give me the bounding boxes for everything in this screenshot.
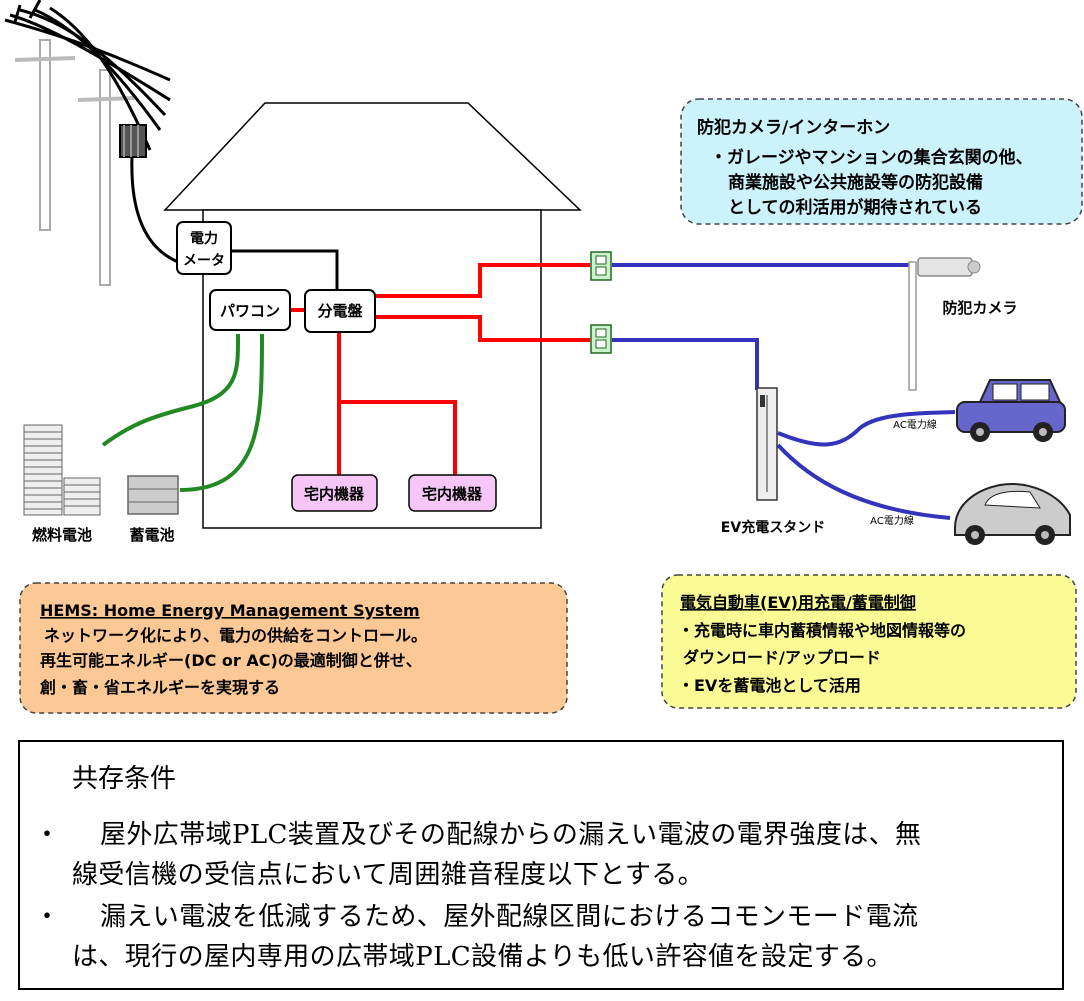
ev-note-line3: ・EVを蓄電池として活用: [678, 676, 861, 695]
fuel-cell-icon: [23, 424, 101, 516]
coexistence-conditions-box: 共存条件 ・ 屋外広帯域PLC装置及びその配線からの漏えい電波の電界強度は、無 …: [18, 740, 1064, 990]
appliance-label-1: 宅内機器: [304, 485, 365, 503]
utility-pole: [4, 0, 171, 286]
condition-2-line2: は、現行の屋内専用の広帯域PLC設備よりも低い許容値を設定する。: [72, 942, 893, 972]
red-power-lines: [290, 263, 590, 475]
ev-note-line1: ・充電時に車内蓄積情報や地図情報等の: [678, 621, 966, 640]
power-conditioner-box: パワコン: [209, 289, 291, 331]
camera-note-line2: 商業施設や公共施設等の防犯設備: [728, 172, 983, 193]
condition-bullet-1: ・: [34, 820, 61, 850]
ac-line-label-1: AC電力線: [893, 418, 937, 431]
outlet-icon-upper: [590, 251, 612, 281]
hems-note-line1: ネットワーク化により、電力の供給をコントロール。: [44, 626, 427, 645]
outlet-icon-lower: [590, 324, 612, 354]
storage-battery-label: 蓄電池: [129, 526, 174, 544]
ev-note-title: 電気自動車(EV)用充電/蓄電制御: [680, 593, 916, 612]
camera-note: 防犯カメラ/インターホン ・ガレージやマンションの集合玄関の他、 商業施設や公共…: [680, 98, 1083, 225]
meter-label-line1: 電力: [190, 230, 218, 247]
blue-ac-lines: [612, 263, 956, 520]
conditions-title: 共存条件: [72, 764, 177, 794]
home-network-diagram: 電力 メータ パワコン 分電盤 宅内機器 宅内機器: [4, 0, 1083, 714]
security-camera-icon: [908, 257, 981, 391]
green-power-lines: [101, 333, 264, 492]
hems-note-line2: 再生可能エネルギー(DC or AC)の最適制御と併せ、: [40, 651, 422, 670]
ev-charging-stand-icon: [756, 387, 778, 501]
ev-stand-label: EV充電スタンド: [721, 519, 825, 536]
appliance-box-2: 宅内機器: [408, 474, 497, 512]
camera-label: 防犯カメラ: [942, 299, 1017, 317]
hems-note-line3: 創・畜・省エネルギーを実現する: [39, 678, 280, 697]
storage-battery-icon: [127, 475, 179, 515]
distribution-board-box: 分電盤: [304, 289, 376, 333]
ev-note-line2: ダウンロード/アップロード: [683, 648, 881, 667]
ev-car-icon-lower: [954, 483, 1071, 545]
power-meter-box: 電力 メータ: [176, 221, 232, 275]
ac-line-label-2: AC電力線: [870, 514, 914, 527]
camera-note-line1: ・ガレージやマンションの集合玄関の他、: [710, 147, 1033, 168]
hems-note: HEMS: Home Energy Management System ネットワ…: [19, 582, 568, 714]
condition-2-line1: 漏えい電波を低減するため、屋外配線区間におけるコモンモード電流: [100, 902, 919, 932]
condition-1-line2: 線受信機の受信点において周囲雑音程度以下とする。: [72, 860, 705, 890]
appliance-box-1: 宅内機器: [291, 474, 378, 512]
condition-1-line1: 屋外広帯域PLC装置及びその配線からの漏えい電波の電界強度は、無: [100, 820, 922, 850]
ev-note: 電気自動車(EV)用充電/蓄電制御 ・充電時に車内蓄積情報や地図情報等の ダウン…: [661, 574, 1077, 709]
camera-note-line3: としての利活用が期待されている: [728, 197, 982, 218]
appliance-label-2: 宅内機器: [422, 485, 483, 503]
hems-note-title: HEMS: Home Energy Management System: [40, 601, 420, 620]
power-conditioner-label: パワコン: [220, 302, 280, 320]
pole-transformer-icon: [119, 124, 147, 158]
distribution-board-label: 分電盤: [317, 302, 363, 320]
meter-label-line2: メータ: [183, 253, 225, 269]
condition-bullet-2: ・: [34, 902, 61, 932]
ev-car-icon-upper: [956, 379, 1066, 442]
camera-note-title: 防犯カメラ/インターホン: [697, 117, 890, 138]
fuel-cell-label: 燃料電池: [32, 526, 92, 544]
